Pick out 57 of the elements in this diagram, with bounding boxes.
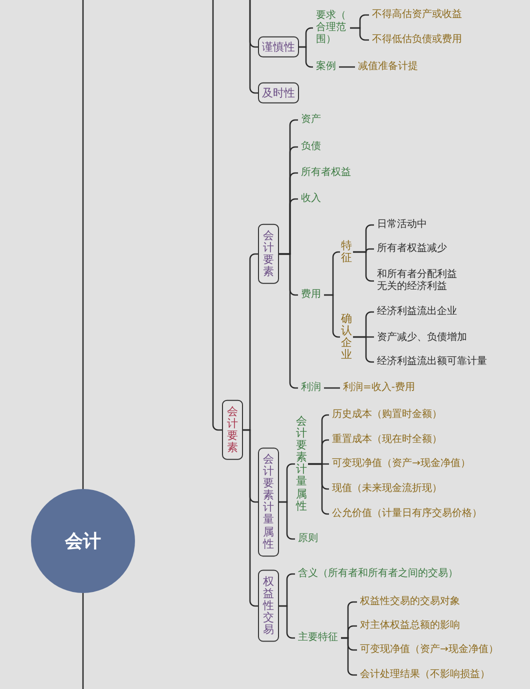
connector-line [341,637,357,676]
branch-label: 特征 [340,240,353,264]
branch-label: 减值准备计提 [355,60,421,74]
topic-box: 会计要素 [258,224,279,284]
branch-label: 对主体权益总额的影响 [357,619,463,633]
branch-label: 权益性交易的交易对象 [357,595,463,609]
branch-label: 日常活动中 [374,218,430,232]
branch-label: 不得低估负债或费用 [369,33,465,47]
branch-label: 负债 [298,140,324,154]
branch-label: 原则 [295,532,321,546]
connector-line [308,463,329,515]
branch-label: 利润 [298,381,324,395]
branch-label: 和所有者分配利益无关的经济利益 [374,268,461,294]
branch-label: 不得高估资产或收益 [369,8,465,22]
connector-line [353,251,374,282]
branch-label: 含义（所有者和所有者之间的交易） [295,567,461,581]
branch-label: 确认企业 [340,312,353,362]
branch-label: 所有者权益减少 [374,242,450,256]
branch-label: 费用 [298,288,324,302]
central-topic: 会计 [31,489,135,593]
connector-line [279,605,295,639]
topic-box: 权益性交易 [258,570,279,642]
connector-line [279,501,295,540]
branch-label: 资产 [298,113,324,127]
connector-line [249,0,258,94]
connector-line [82,0,84,489]
branch-label: 公允价值（计量日有序交易价格） [329,507,485,521]
connector-line [324,387,340,389]
connector-line [212,0,222,431]
connector-line [353,336,374,363]
connector-line [279,253,298,389]
topic-box: 谨慎性 [258,36,299,58]
branch-label: 所有者权益 [298,166,354,180]
branch-label: 利润=收入-费用 [340,381,418,395]
connector-line [243,429,258,607]
branch-label: 重置成本（现在时全额） [329,433,445,447]
branch-label: 要求（合理范围） [313,9,350,47]
branch-label: 历史成本（购置时金额） [329,408,445,422]
branch-label: 经济利益流出额可靠计量 [374,355,490,369]
topic-box: 会计要素计量属性 [258,448,279,556]
branch-label: 资产减少、负债增加 [374,331,470,345]
connector-line [82,593,84,689]
branch-label: 会计要素计量属性 [295,416,308,512]
branch-label: 可变现净值（资产→现金净值） [357,643,502,657]
branch-label: 可变现净值（资产→现金净值） [329,457,474,471]
branch-label: 会计处理结果（不影响损益） [357,668,493,682]
connector-line [350,27,369,41]
branch-label: 案例 [313,60,339,74]
branch-label: 经济利益流出企业 [374,305,460,319]
connector-line [324,294,340,338]
topic-box: 及时性 [258,82,299,104]
branch-label: 现值（未来现金流折现） [329,482,445,496]
connector-line [339,66,355,68]
branch-label: 主要特征 [295,631,341,645]
topic-box: 会计要素 [222,400,243,460]
connector-line [299,46,313,68]
branch-label: 收入 [298,192,324,206]
